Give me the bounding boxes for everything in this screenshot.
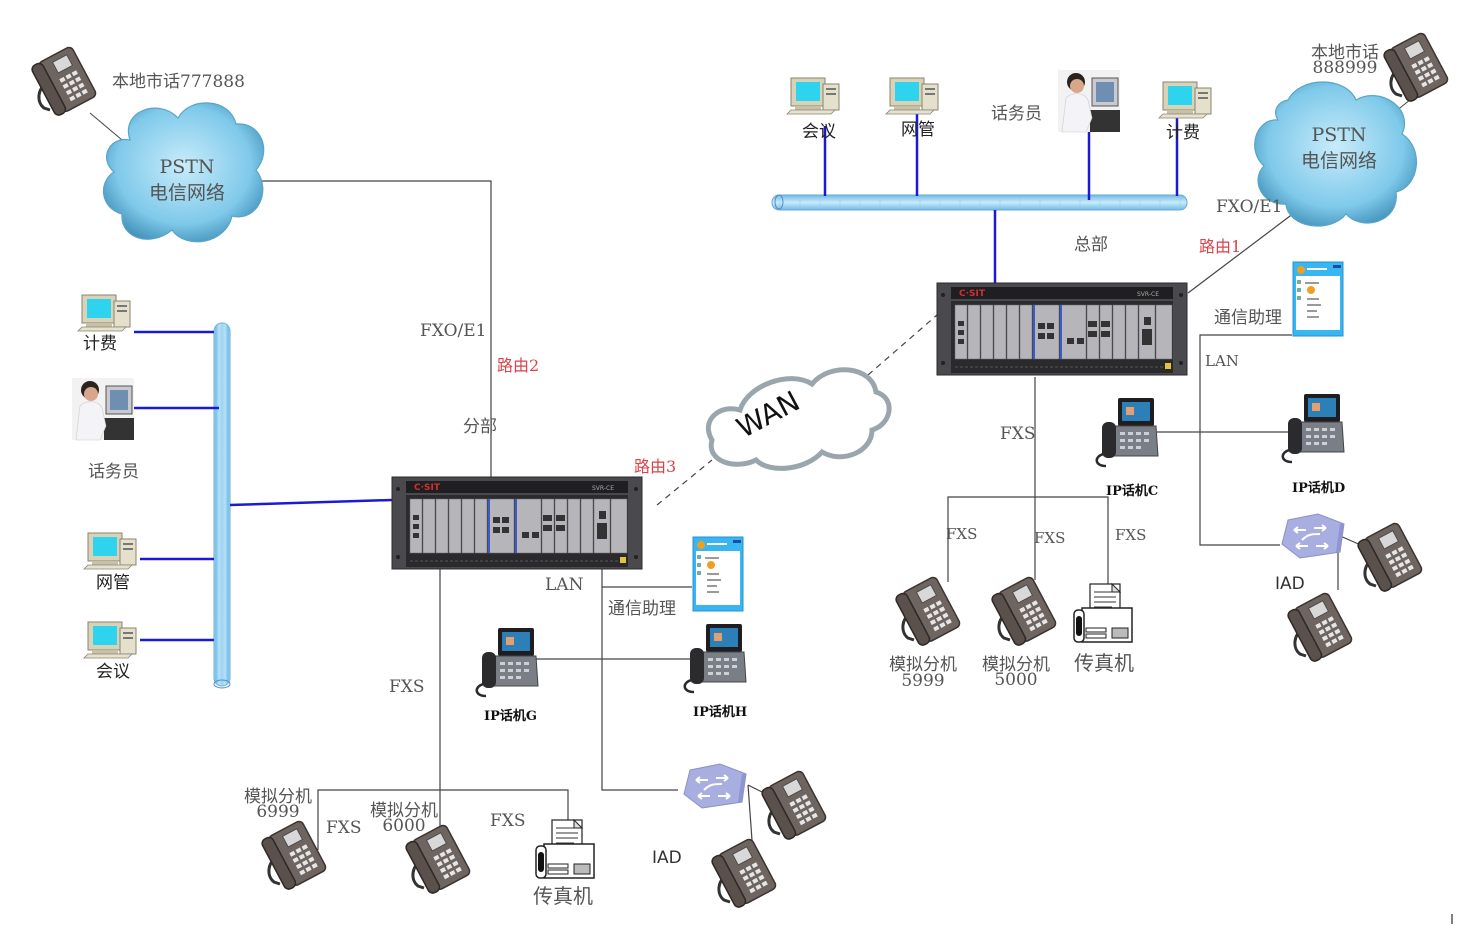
link-wan-branch: [656, 459, 713, 506]
link-wan-hq: [867, 314, 938, 376]
hq-local-phone-icon: [1380, 30, 1451, 105]
hq-local-phone-label-2: 888999: [1312, 58, 1378, 78]
hq-pstn-line2: 电信网络: [1300, 150, 1377, 172]
hq-iad-phone-1-icon: [1354, 520, 1425, 595]
ip-phone-c-icon: [1095, 396, 1160, 468]
hq-pc-conference-icon: [786, 77, 840, 115]
hq-iad-icon: [1281, 513, 1345, 559]
branch-pstn-cloud: [102, 102, 265, 243]
hq-client-operator-label: 话务员: [991, 104, 1042, 124]
hq-fxs-links: [947, 377, 1109, 588]
link-branch-pstn-trunk: [250, 180, 492, 478]
hq-lan-links: [823, 112, 1179, 283]
branch-trunk-label: FXO/E1: [420, 321, 487, 341]
branch-fxs-links: [317, 568, 569, 850]
hq-client-conference-label: 会议: [802, 122, 836, 142]
ip-phone-g-label: IP话机G: [484, 709, 537, 724]
hq-analog-5000-label: 模拟分机: [982, 655, 1050, 675]
branch-analog-6000-number: 6000: [382, 816, 426, 836]
ip-phone-h-icon: [683, 622, 748, 694]
hq-fax-icon: [1073, 583, 1133, 643]
hq-operator-icon: [1057, 69, 1121, 133]
branch-pc-netmgmt-icon: [83, 532, 137, 570]
hq-client-billing-label: 计费: [1166, 123, 1200, 143]
branch-client-conference-label: 会议: [96, 662, 130, 682]
branch-client-operator-label: 话务员: [88, 462, 139, 482]
branch-comm-assistant-icon: [692, 536, 744, 612]
ip-phone-d-icon: [1281, 392, 1346, 464]
ip-phone-c-label: IP话机C: [1106, 484, 1159, 499]
hq-lan-bus: [771, 194, 1188, 211]
ip-phone-h-label: IP话机H: [693, 705, 748, 720]
link-branch-local-phone: [89, 112, 123, 141]
hq-analog-5000-number: 5000: [994, 670, 1038, 690]
hq-pc-netmgmt-icon: [885, 77, 939, 115]
branch-pstn-line2: 电信网络: [148, 182, 225, 204]
hq-site-label: 总部: [1074, 235, 1108, 255]
wan-cloud: [705, 367, 892, 471]
branch-lan-label: LAN: [545, 575, 584, 595]
branch-local-phone-label: 本地市话777888: [112, 72, 245, 92]
hq-iad-label: IAD: [1275, 574, 1305, 594]
hq-analog-5999-number: 5999: [901, 671, 945, 691]
hq-analog-5999-label: 模拟分机: [889, 655, 957, 675]
hq-ippbx-chassis: [936, 282, 1188, 376]
hq-fxs-label: FXS: [1000, 424, 1036, 444]
branch-comm-assistant-label: 通信助理: [608, 599, 676, 619]
branch-pc-conference-icon: [83, 621, 137, 659]
branch-fxs-sub-label-2: FXS: [490, 811, 526, 831]
hq-local-phone-label-1: 本地市话: [1311, 43, 1379, 63]
hq-comm-assistant-icon: [1292, 261, 1344, 337]
branch-analog-6999-number: 6999: [256, 802, 300, 822]
branch-local-phone-icon: [28, 44, 99, 119]
hq-pstn-label: PSTN 电信网络: [1284, 122, 1394, 174]
hq-lan-label: LAN: [1205, 352, 1239, 370]
hq-pc-billing-icon: [1158, 81, 1212, 119]
branch-route-label: 路由2: [497, 356, 540, 375]
branch-analog-phone-6999-icon: [258, 818, 329, 893]
hq-route-label: 路由1: [1199, 237, 1242, 256]
link-hq-pstn-trunk: [1187, 212, 1295, 294]
branch-analog-6999-label: 模拟分机: [244, 787, 312, 807]
branch-fax-label: 传真机: [533, 884, 593, 908]
branch-site-label: 分部: [463, 417, 497, 437]
branch-pstn-label: PSTN 电信网络: [132, 154, 242, 206]
branch-fax-icon: [535, 819, 595, 879]
hq-comm-assistant-label: 通信助理: [1214, 308, 1282, 328]
hq-pstn-line1: PSTN: [1311, 124, 1367, 146]
hq-trunk-label: FXO/E1: [1216, 197, 1283, 217]
branch-iad-label: IAD: [652, 848, 682, 868]
branch-pstn-line1: PSTN: [159, 156, 215, 178]
ip-phone-g-icon: [475, 626, 540, 698]
branch-analog-6000-label: 模拟分机: [370, 801, 438, 821]
branch-client-billing-label: 计费: [83, 334, 117, 354]
wan-route-label: 路由3: [634, 457, 677, 476]
branch-fxs-sub-label-1: FXS: [326, 818, 362, 838]
branch-iad-icon: [683, 763, 747, 809]
branch-fxs-label: FXS: [389, 677, 425, 697]
hq-fxs-sub-label-3: FXS: [1115, 526, 1147, 544]
hq-iad-phone-2-icon: [1284, 590, 1355, 665]
hq-pstn-cloud: [1254, 81, 1417, 227]
branch-client-netmgmt-label: 网管: [96, 573, 130, 593]
ip-phone-d-label: IP话机D: [1292, 481, 1346, 496]
hq-analog-phone-5000-icon: [988, 574, 1059, 649]
branch-iad-phone-1-icon: [758, 768, 829, 843]
hq-analog-phone-5999-icon: [892, 574, 963, 649]
hq-client-netmgmt-label: 网管: [901, 120, 935, 140]
branch-iad-phone-2-icon: [708, 836, 779, 911]
branch-operator-icon: [71, 377, 135, 441]
hq-fxs-sub-label-2: FXS: [1034, 529, 1066, 547]
branch-ippbx-chassis: [391, 476, 643, 570]
branch-lan-links: [134, 330, 393, 642]
hq-fxs-sub-label-1: FXS: [946, 525, 978, 543]
branch-pc-billing-icon: [77, 294, 131, 332]
hq-fax-label: 传真机: [1074, 651, 1134, 675]
